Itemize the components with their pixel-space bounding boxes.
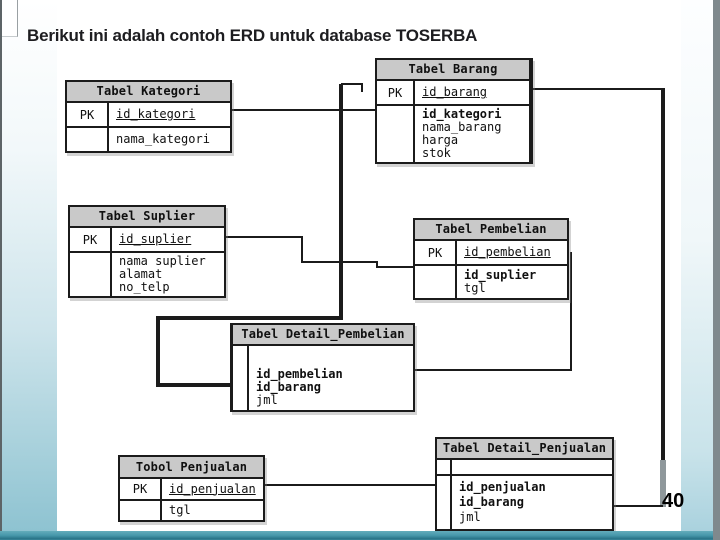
entity-barang-pk-row: PK id_barang [377, 81, 529, 106]
page-number: 40 [662, 490, 685, 512]
pk-empty-cell [233, 346, 249, 410]
field-tgl: tgl [169, 503, 191, 517]
entity-detail-pembelian: Tabel Detail_Pembelian id_pembelian id_b… [230, 323, 415, 412]
entity-pembelian-fields-row: id_suplier tgl [415, 266, 567, 298]
field-no-telp: no_telp [119, 280, 170, 294]
entity-penjualan: Tobol Penjualan PK id_penjualan tgl [118, 455, 265, 522]
top-left-scroll-artifact [2, 0, 18, 37]
connector-barang-detailpenjualan-v-faded [660, 460, 666, 507]
field-jml: jml [459, 510, 481, 524]
connector-suplier-pembelian-h1 [222, 236, 303, 238]
pk-label: PK [415, 241, 457, 264]
connector-penjualan-detailpenjualan [261, 484, 435, 486]
field-id-kategori-fk: id_kategori [422, 107, 502, 121]
field-id-barang-fk: id_barang [459, 495, 525, 509]
field-id-penjualan-fk: id_penjualan [459, 480, 546, 494]
field-id-suplier-fk: id_suplier [464, 268, 537, 282]
field-jml: jml [256, 393, 278, 407]
slide-title: Berikut ini adalah contoh ERD untuk data… [27, 26, 478, 45]
slide-right-gradient-band [681, 0, 713, 531]
pk-label: PK [67, 103, 109, 126]
field-id-suplier: id_suplier [119, 232, 192, 246]
entity-barang: Tabel Barang PK id_barang id_kategori na… [375, 58, 533, 164]
pk-empty-cell [120, 501, 162, 520]
entity-penjualan-title: Tobol Penjualan [120, 457, 263, 479]
field-stok: stok [422, 146, 451, 160]
entity-detail-penjualan-empty-row [437, 460, 612, 476]
connector-pembelian-detailpembelian-h [410, 369, 572, 371]
entity-detail-penjualan: Tabel Detail_Penjualan id_penjualan id_b… [435, 437, 614, 531]
connector-barang-detailpembelian-h1 [156, 316, 343, 320]
connector-kategori-barang [228, 109, 375, 111]
entity-detail-penjualan-fields-row: id_penjualan id_barang jml [437, 476, 612, 529]
pk-empty-cell [415, 266, 457, 298]
field-id-penjualan: id_penjualan [169, 481, 256, 496]
field-nama-suplier: nama suplier [119, 254, 206, 268]
entity-suplier-fields-row: nama suplier alamat no_telp [70, 253, 224, 296]
pk-empty-cell [70, 253, 112, 296]
entity-kategori-pk-row: PK id_kategori [67, 103, 230, 128]
entity-barang-title: Tabel Barang [377, 60, 529, 81]
entity-kategori-fields-row: nama_kategori [67, 128, 230, 151]
entity-kategori: Tabel Kategori PK id_kategori nama_kateg… [65, 80, 232, 153]
connector-barang-detailpembelian-v2 [156, 316, 160, 387]
connector-suplier-pembelian-h2 [301, 261, 378, 263]
entity-detail-pembelian-title: Tabel Detail_Pembelian [233, 325, 413, 346]
pk-label: PK [70, 228, 112, 251]
field-id-pembelian: id_pembelian [464, 245, 551, 259]
connector-suplier-pembelian-h3 [376, 266, 413, 268]
connector-barang-hook-v [361, 83, 363, 92]
pk-empty-cell [67, 128, 109, 151]
connector-barang-detailpenjualan-v [661, 88, 665, 460]
slide-left-gradient-band [2, 0, 57, 531]
pk-label: PK [120, 479, 162, 499]
field-id-barang-fk: id_barang [256, 380, 322, 394]
entity-barang-fields-row: id_kategori nama_barang harga stok [377, 106, 529, 162]
connector-barang-detailpenjualan-h1 [527, 88, 665, 90]
window-left-edge [0, 0, 2, 540]
connector-suplier-pembelian-v2 [376, 261, 378, 268]
entity-penjualan-pk-row: PK id_penjualan [120, 479, 263, 501]
entity-detail-penjualan-title: Tabel Detail_Penjualan [437, 439, 612, 460]
connector-barang-detailpembelian-v1 [339, 84, 343, 320]
field-nama-barang: nama_barang [422, 120, 502, 134]
entity-suplier-pk-row: PK id_suplier [70, 228, 224, 253]
entity-suplier: Tabel Suplier PK id_suplier nama suplier… [68, 205, 226, 298]
field-id-kategori: id_kategori [116, 107, 196, 121]
entity-detail-pembelian-fields-row: id_pembelian id_barang jml [233, 346, 413, 410]
slide-bottom-bar [0, 531, 720, 540]
pk-empty-cell [437, 460, 452, 474]
pk-empty-cell [437, 476, 452, 529]
entity-pembelian-title: Tabel Pembelian [415, 220, 567, 241]
entity-pembelian: Tabel Pembelian PK id_pembelian id_supli… [413, 218, 569, 300]
connector-barang-hook-h [341, 83, 363, 85]
field-nama-kategori: nama_kategori [116, 132, 210, 146]
field-harga: harga [422, 133, 459, 147]
connector-suplier-pembelian-v1 [301, 236, 303, 263]
pk-empty-cell [377, 106, 415, 162]
field-id-barang: id_barang [422, 85, 488, 99]
entity-suplier-title: Tabel Suplier [70, 207, 224, 228]
window-right-edge [713, 0, 720, 540]
entity-kategori-title: Tabel Kategori [67, 82, 230, 103]
connector-pembelian-detailpembelian-v [570, 252, 572, 371]
field-alamat: alamat [119, 267, 163, 281]
field-id-pembelian-fk: id_pembelian [256, 367, 343, 381]
field-tgl: tgl [464, 281, 486, 295]
connector-barang-detailpembelian-h2 [156, 383, 232, 387]
entity-penjualan-fields-row: tgl [120, 501, 263, 520]
connector-barang-detailpenjualan-h2 [610, 505, 663, 507]
entity-pembelian-pk-row: PK id_pembelian [415, 241, 567, 266]
pk-label: PK [377, 81, 415, 104]
